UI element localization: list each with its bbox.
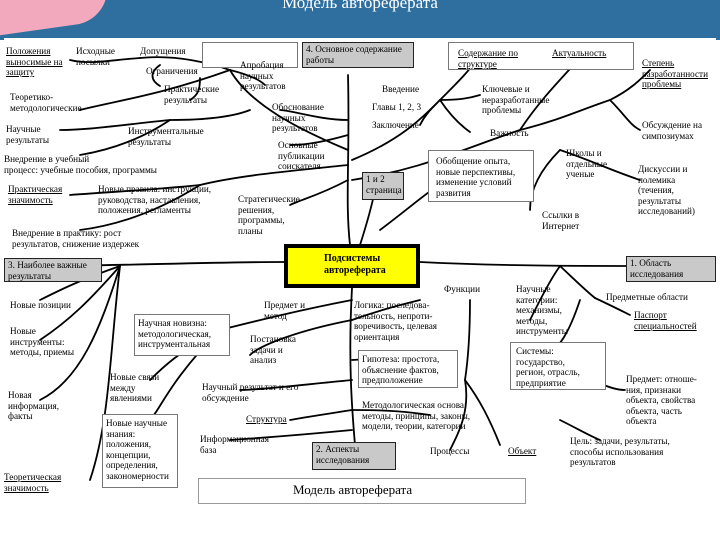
node-polozheniya: Положения выносимые на защиту — [6, 46, 63, 78]
center-node-label: Подсистемы автореферата — [288, 248, 416, 284]
node-nauch-novizna: Научная новизна: методологическая, инстр… — [138, 318, 212, 350]
node-osnovnye-publ: Основные публикации соискателя — [278, 140, 325, 172]
node-struktura: Структура — [246, 414, 287, 424]
node-ssylki: Ссылки в Интернет — [542, 210, 580, 231]
tag-main-content: 4. Основное содержание работы — [302, 42, 414, 68]
node-obekt: Объект — [508, 446, 537, 456]
node-diskussii: Дискуссии и полемика (течения, результат… — [638, 164, 695, 217]
node-obobshchenie: Обобщение опыта, новые перспективы, изме… — [436, 156, 516, 198]
node-teor-znach: Теоретическая значимость — [4, 472, 62, 493]
node-dopushcheniya: Допущения — [140, 46, 186, 56]
node-funkcii: Функции — [444, 284, 480, 294]
node-novye-svyazi: Новые связи между явлениями — [110, 372, 160, 404]
node-aktualnost: Актуальность — [552, 48, 607, 58]
box-obobshchenie — [428, 150, 534, 202]
branch-research — [419, 261, 661, 267]
node-nauchnye-rez: Научные результаты — [6, 124, 49, 145]
box-sistemy — [510, 342, 606, 390]
node-novye-znaniya: Новые научные знания: положения, концепц… — [106, 418, 169, 481]
node-shkoly: Школы и отдельные ученые — [566, 148, 608, 180]
footer-caption: Модель автореферата — [198, 478, 526, 504]
node-novaya-info: Новая информация, факты — [8, 390, 60, 422]
node-obosnovanie: Обоснование научных результатов — [272, 102, 324, 134]
tag-important-results: 3. Наиболее важные результаты — [4, 258, 102, 282]
tag-research-area: 1. Область исследования — [626, 256, 716, 282]
page-title: Модель автореферата — [282, 0, 438, 12]
node-ogranicheniya: Ограничения — [146, 66, 198, 76]
node-predmet: Предмет: отноше- ния, признаки объекта, … — [626, 374, 697, 427]
node-zaklyuchenie: Заключение — [372, 120, 419, 130]
node-stepen: Степень разработанности проблемы — [642, 58, 708, 90]
node-vnedrenie-uch: Внедрение в учебный процесс: учебные пос… — [4, 154, 157, 175]
node-vnedrenie-prakt: Внедрение в практику: рост результатов, … — [12, 228, 140, 249]
node-pasport: Паспорт специальностей — [634, 310, 697, 331]
node-strategicheskie: Стратегические решения, программы, планы — [238, 194, 300, 236]
node-instrumentalnye: Инструментальные результаты — [128, 126, 204, 147]
node-prakticheskie-rez: Практические результаты — [164, 84, 220, 105]
node-predmetnye: Предметные области — [606, 292, 688, 302]
node-nauch-kategorii: Научные категории: механизмы, методы, ин… — [516, 284, 568, 337]
node-soderzhanie-str: Содержание по структуре — [458, 48, 518, 69]
center-node: Подсистемы автореферата — [284, 244, 420, 288]
node-glavy: Главы 1, 2, 3 — [372, 102, 422, 112]
node-postanovka: Постановка задачи и анализ — [250, 334, 296, 366]
branch-content — [346, 74, 351, 246]
title-banner: Модель автореферата — [0, 0, 720, 40]
node-vazhnost: Важность — [490, 128, 529, 138]
node-novye-pozicii: Новые позиции — [10, 300, 71, 310]
box-novye-znaniya — [102, 414, 178, 488]
node-teoretiko: Теоретико- методологические — [10, 92, 82, 113]
tag-pages: 1 и 2 страница — [362, 172, 404, 200]
node-cel: Цель: задачи, результаты, способы исполь… — [570, 436, 670, 468]
node-prakt-znach: Практическая значимость — [8, 184, 63, 205]
node-gipoteza: Гипотеза: простота, объяснение фактов, п… — [362, 354, 440, 386]
box-nauch-novizna — [134, 314, 230, 356]
node-processy: Процессы — [430, 446, 470, 456]
node-info-baza: Информационная база — [200, 434, 269, 455]
box-gipoteza — [358, 350, 458, 388]
node-vvedenie: Введение — [382, 84, 420, 94]
node-iskhodnye: Исходные посылки — [76, 46, 116, 67]
node-logika: Логика: последова- тельность, непроти- в… — [354, 300, 438, 342]
box-main-section — [202, 42, 298, 68]
node-nauch-rez-obs: Научный результат и его обсуждение — [202, 382, 299, 403]
box-content-group — [448, 42, 634, 70]
node-obsuzhdenie: Обсуждение на симпозиумах — [642, 120, 703, 141]
node-sistemy: Системы: государство, регион, отрасль, п… — [516, 346, 580, 388]
node-predmet-metod: Предмет и метод — [264, 300, 305, 321]
node-novye-pravila: Новые правила: инструкции, руководства, … — [98, 184, 212, 216]
node-novye-instr: Новые инструменты: методы, приемы — [10, 326, 75, 358]
node-metod-osnova: Методологическая основа: методы, принцип… — [362, 400, 471, 432]
node-klyuchevye: Ключевые и неразработанные проблемы — [482, 84, 550, 116]
tag-aspects: 2. Аспекты исследования — [312, 442, 396, 470]
node-aprobaciya: Апробация научных результатов — [240, 60, 286, 92]
